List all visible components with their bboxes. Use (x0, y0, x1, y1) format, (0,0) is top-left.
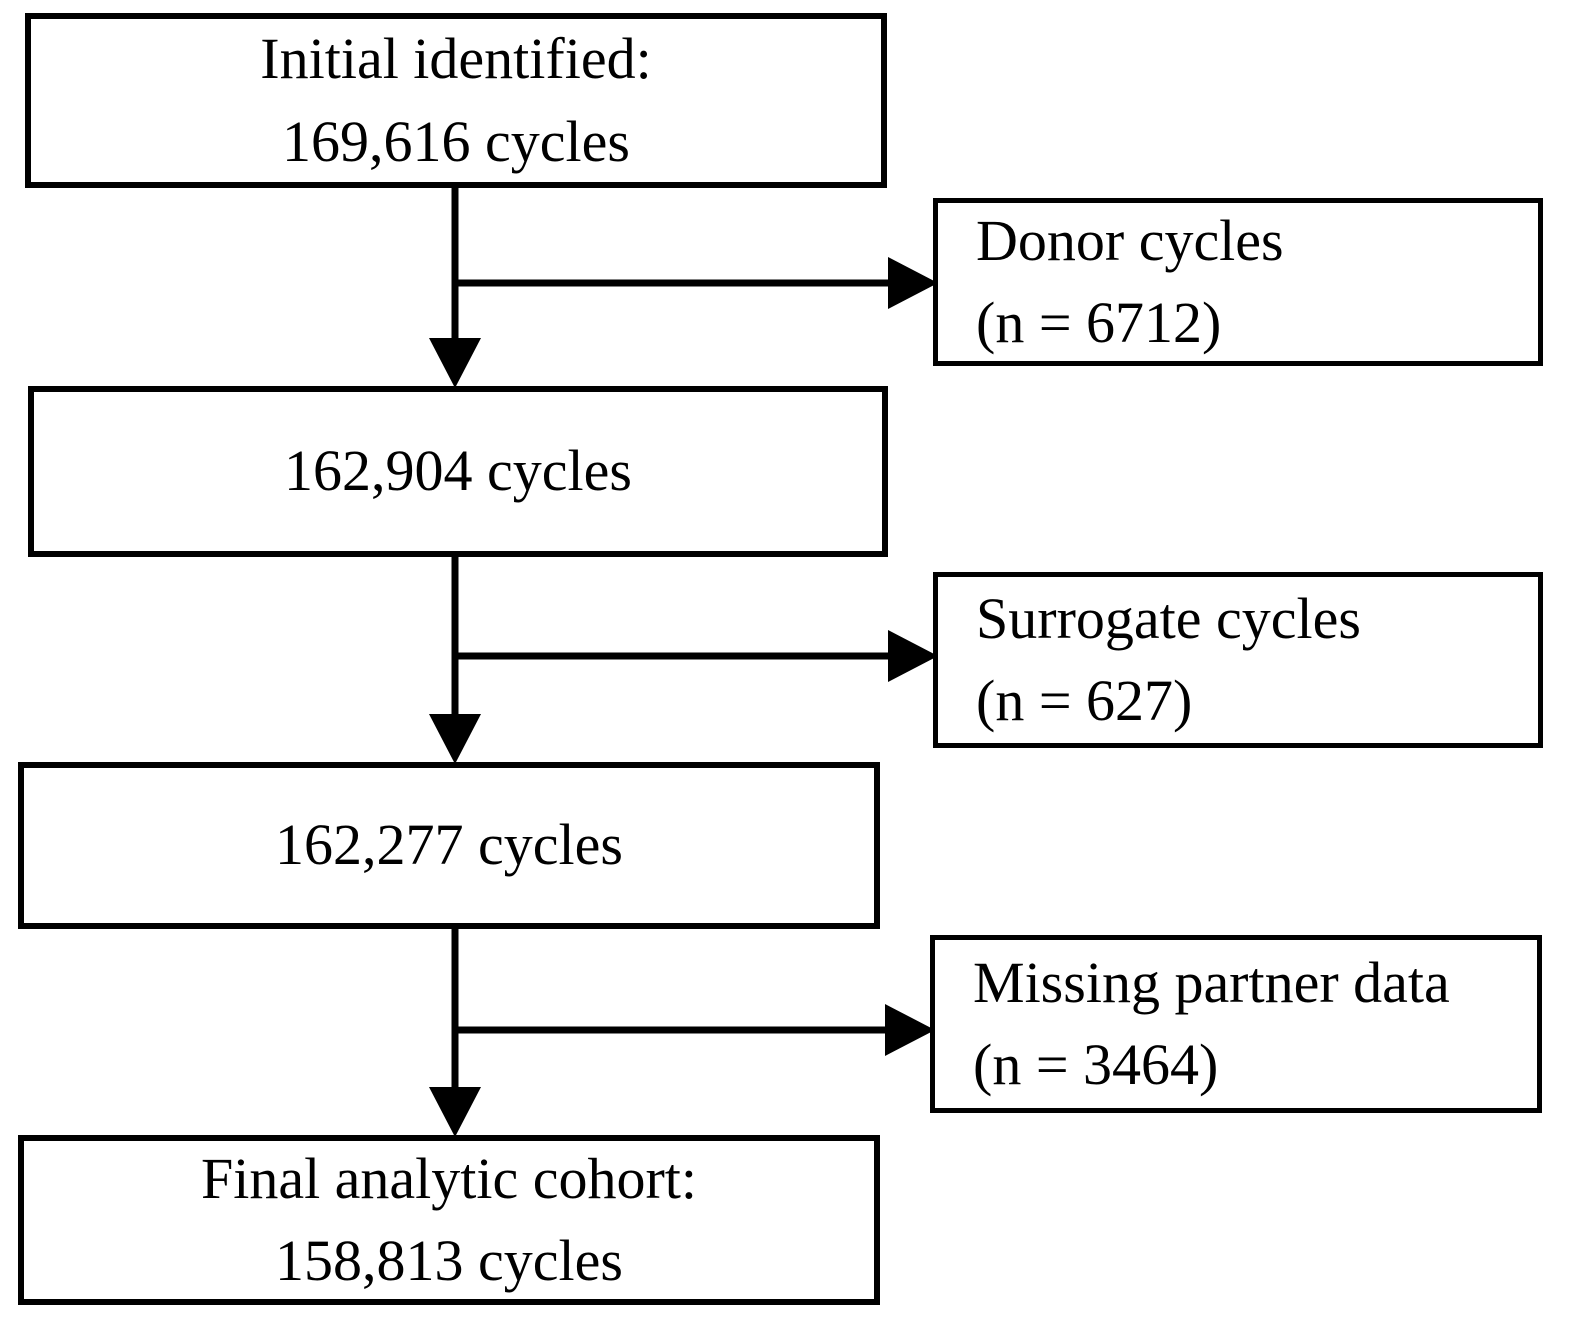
flow-box-initial: Initial identified: 169,616 cycles (25, 13, 887, 188)
flow-box-after-donor-line-1: 162,904 cycles (284, 438, 632, 504)
exclusion-box-donor-line-2: (n = 6712) (976, 290, 1222, 355)
arrow-branch-surrogate (452, 630, 938, 682)
arrow-initial-to-after-donor (429, 184, 481, 388)
flow-box-final: Final analytic cohort: 158,813 cycles (18, 1135, 880, 1305)
exclusion-box-surrogate-line-2: (n = 627) (976, 668, 1193, 733)
exclusion-box-missing-partner: Missing partner data (n = 3464) (930, 935, 1542, 1113)
arrow-after-surrogate-to-final (429, 926, 481, 1137)
flow-box-after-surrogate-line-1: 162,277 cycles (275, 812, 623, 878)
arrow-branch-missing-partner (452, 1004, 935, 1056)
arrow-after-donor-to-after-surrogate (429, 554, 481, 764)
exclusion-box-surrogate: Surrogate cycles (n = 627) (933, 572, 1543, 748)
flow-box-after-donor: 162,904 cycles (28, 386, 888, 557)
exclusion-box-missing-partner-line-1: Missing partner data (973, 949, 1450, 1015)
exclusion-box-donor-line-1: Donor cycles (976, 207, 1284, 273)
flow-box-initial-line-2: 169,616 cycles (282, 108, 630, 174)
exclusion-box-missing-partner-line-2: (n = 3464) (973, 1032, 1219, 1097)
exclusion-box-donor: Donor cycles (n = 6712) (933, 198, 1543, 366)
flow-box-final-line-1: Final analytic cohort: (200, 1145, 698, 1211)
flow-box-initial-line-1: Initial identified: (260, 26, 652, 92)
exclusion-box-surrogate-line-1: Surrogate cycles (976, 585, 1361, 651)
flow-box-final-line-2: 158,813 cycles (275, 1228, 623, 1293)
flow-box-after-surrogate: 162,277 cycles (18, 762, 880, 929)
arrow-branch-donor (452, 257, 938, 309)
